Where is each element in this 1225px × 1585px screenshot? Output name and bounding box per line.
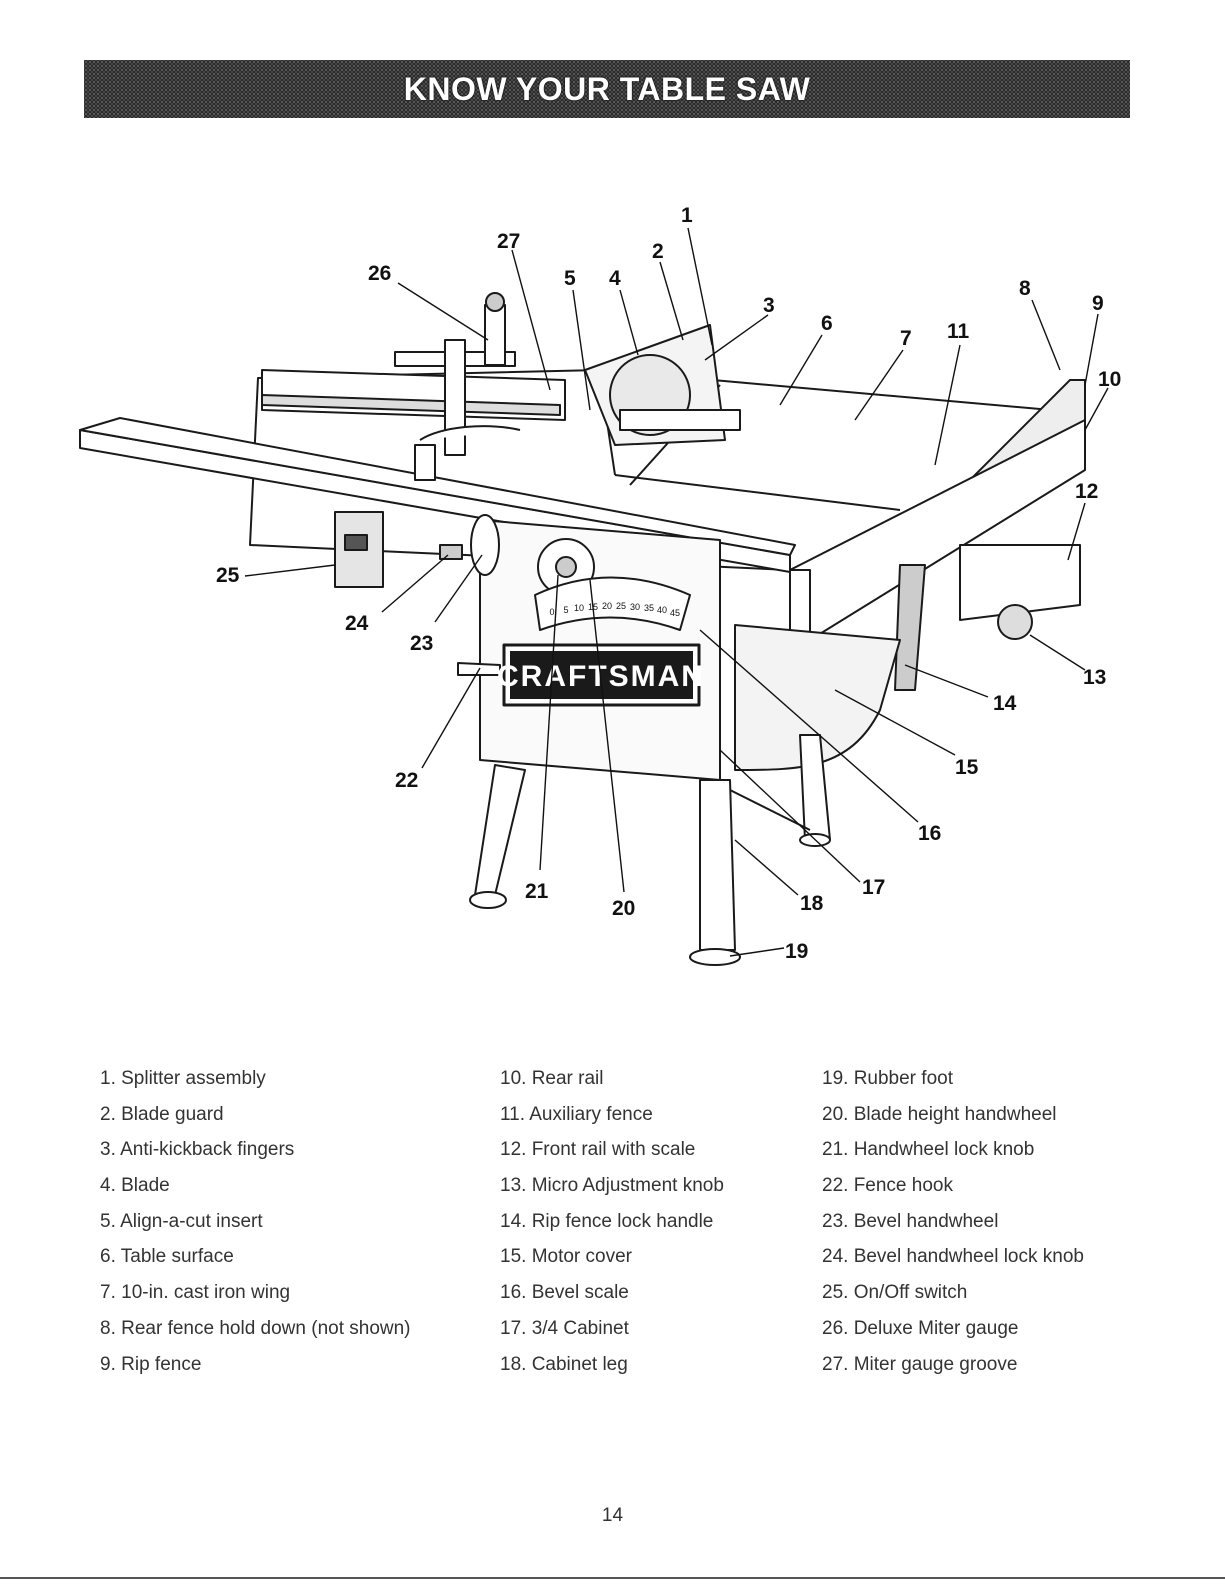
callout-2: 2 xyxy=(652,240,664,263)
scale-mark: 25 xyxy=(616,601,626,611)
legend-item: 12. Front rail with scale xyxy=(500,1139,696,1161)
table-saw-diagram: CRAFTSMAN 0 5 10 15 20 25 30 35 40 45 xyxy=(79,204,1121,966)
legend-item: 21. Handwheel lock knob xyxy=(822,1139,1035,1161)
legend-column-1: 1. Splitter assembly 2. Blade guard 3. A… xyxy=(100,1065,411,1386)
legend-item: 25. On/Off switch xyxy=(822,1282,968,1304)
callout-5: 5 xyxy=(564,267,576,290)
callout-8: 8 xyxy=(1019,277,1031,300)
bevel-handwheel xyxy=(470,514,500,576)
callout-22: 22 xyxy=(395,769,418,792)
legend-item: 6. Table surface xyxy=(100,1246,234,1268)
callout-27: 27 xyxy=(497,230,520,253)
legend-item: 19. Rubber foot xyxy=(822,1068,953,1089)
legend-item: 10. Rear rail xyxy=(500,1068,604,1089)
legend-item: 18. Cabinet leg xyxy=(500,1353,628,1375)
legend-item: 8. Rear fence hold down (not shown) xyxy=(100,1317,411,1339)
scale-mark: 20 xyxy=(602,601,612,611)
callout-21: 21 xyxy=(525,880,549,903)
front-rail-left xyxy=(79,417,796,556)
legend-item: 15. Motor cover xyxy=(500,1246,632,1268)
callout-11: 11 xyxy=(947,320,970,343)
callout-9: 9 xyxy=(1092,292,1104,315)
legend-item: 22. Fence hook xyxy=(822,1175,953,1197)
callout-15: 15 xyxy=(955,756,979,779)
bottom-rule xyxy=(0,1577,1225,1579)
callout-14: 14 xyxy=(993,692,1017,715)
scale-mark: 5 xyxy=(563,605,568,615)
legend-item: 5. Align-a-cut insert xyxy=(100,1210,263,1232)
legend-item: 1. Splitter assembly xyxy=(100,1068,266,1089)
legend-item: 9. Rip fence xyxy=(100,1353,202,1375)
callout-12: 12 xyxy=(1075,480,1098,503)
callout-23: 23 xyxy=(410,632,433,655)
legend-item: 23. Bevel handwheel xyxy=(822,1210,999,1232)
callout-1: 1 xyxy=(681,204,693,227)
legend-item: 13. Micro Adjustment knob xyxy=(500,1175,724,1197)
scale-mark: 10 xyxy=(574,603,584,613)
scale-mark: 0 xyxy=(549,607,554,617)
callout-26: 26 xyxy=(368,262,391,285)
legend-column-2: 10. Rear rail 11. Auxiliary fence 12. Fr… xyxy=(500,1065,724,1386)
callout-25: 25 xyxy=(216,564,240,587)
motor-cover xyxy=(734,624,901,771)
legend-item: 16. Bevel scale xyxy=(500,1282,629,1304)
parts-legend: 1. Splitter assembly 2. Blade guard 3. A… xyxy=(0,1065,1225,1395)
callout-19: 19 xyxy=(785,940,808,963)
legend-item: 27. Miter gauge groove xyxy=(822,1353,1018,1375)
legend-item: 14. Rip fence lock handle xyxy=(500,1210,714,1232)
legend-column-3: 19. Rubber foot 20. Blade height handwhe… xyxy=(822,1065,1084,1386)
callout-10: 10 xyxy=(1098,368,1121,391)
scale-mark: 30 xyxy=(630,602,640,612)
callout-16: 16 xyxy=(918,822,941,845)
legend-item: 4. Blade xyxy=(100,1175,170,1197)
callout-13: 13 xyxy=(1083,666,1106,689)
scale-mark: 40 xyxy=(657,605,667,615)
legend-item: 26. Deluxe Miter gauge xyxy=(822,1317,1019,1339)
callout-17: 17 xyxy=(862,876,885,899)
callout-18: 18 xyxy=(800,892,824,915)
callout-6: 6 xyxy=(821,312,833,335)
legend-item: 2. Blade guard xyxy=(100,1103,224,1125)
page-number: 14 xyxy=(601,1505,624,1526)
callout-7: 7 xyxy=(900,327,912,350)
page-title: KNOW YOUR TABLE SAW xyxy=(403,70,811,107)
legend-item: 3. Anti-kickback fingers xyxy=(100,1139,295,1161)
legend-item: 17. 3/4 Cabinet xyxy=(500,1317,629,1339)
legend-item: 24. Bevel handwheel lock knob xyxy=(822,1246,1084,1268)
callout-4: 4 xyxy=(609,267,621,290)
leader-lines xyxy=(244,227,1109,957)
legend-item: 20. Blade height handwheel xyxy=(822,1103,1057,1125)
scale-mark: 35 xyxy=(644,603,654,613)
section-title-bar: KNOW YOUR TABLE SAW xyxy=(84,60,1130,118)
legend-item: 7. 10-in. cast iron wing xyxy=(100,1282,291,1304)
callout-20: 20 xyxy=(612,897,635,920)
bevel-scale xyxy=(534,576,691,631)
callout-3: 3 xyxy=(763,294,775,317)
callout-24: 24 xyxy=(345,612,369,635)
scale-mark: 45 xyxy=(670,608,680,618)
legend-item: 11. Auxiliary fence xyxy=(500,1103,653,1125)
